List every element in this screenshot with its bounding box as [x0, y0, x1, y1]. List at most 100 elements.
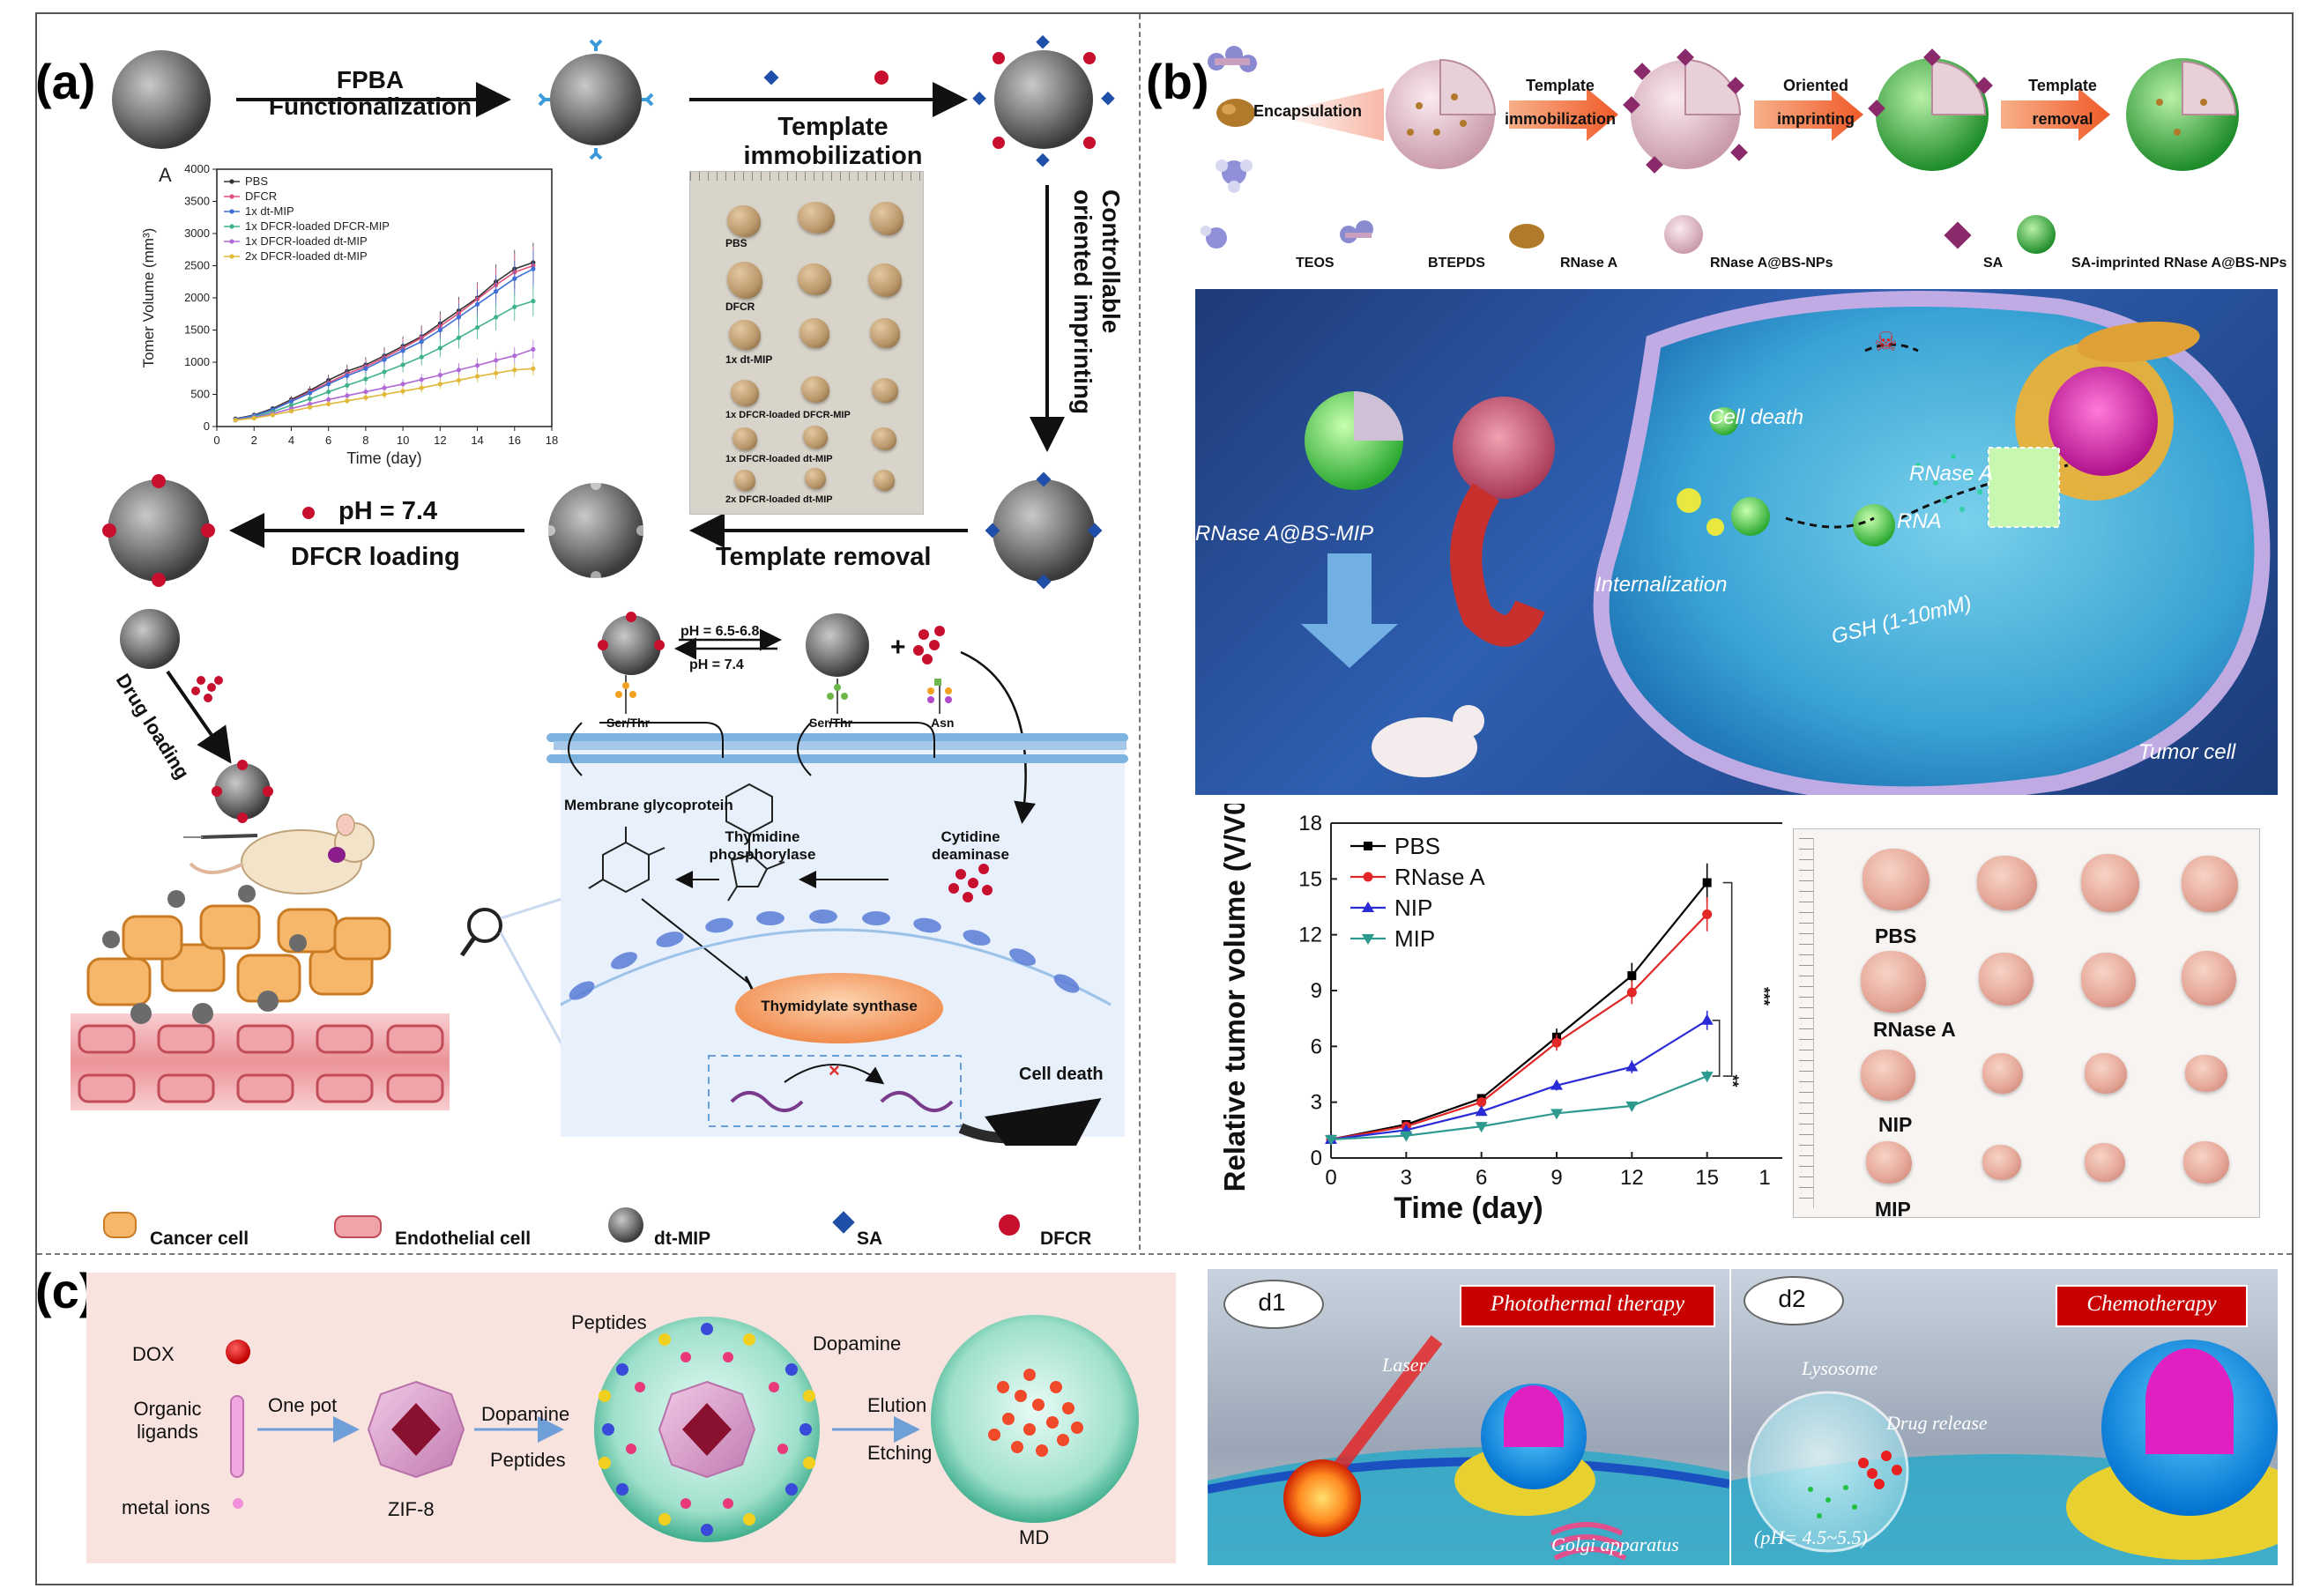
- svg-text:☠: ☠: [1874, 328, 1898, 357]
- golgi-label: Golgi apparatus: [1551, 1533, 1679, 1555]
- data-point: [512, 353, 517, 359]
- x-tick-label: 3: [1401, 1166, 1412, 1190]
- eq-bottom-label: pH = 7.4: [689, 657, 744, 672]
- legend-marker: [229, 194, 234, 199]
- panel-a-synthesis-scheme: [102, 34, 1115, 590]
- panel-c-scheme: [226, 1315, 1139, 1542]
- d1-banner: [1460, 1285, 1715, 1327]
- y-tick-label: 1500: [184, 323, 210, 337]
- md-label: MD: [1019, 1526, 1050, 1548]
- x-tick-label: 4: [288, 434, 294, 447]
- panel-a-tumor-photo: PBS DFCR 1x dt-MIP 1x DFCR-loaded DFCR-M…: [689, 171, 924, 515]
- svg-text:×: ×: [829, 1059, 840, 1081]
- x-tick-label: 16: [509, 434, 521, 447]
- legend-label: DFCR: [245, 189, 277, 203]
- data-point: [363, 395, 368, 400]
- data-point: [400, 389, 405, 394]
- data-point: [419, 339, 424, 345]
- data-point: [494, 289, 499, 294]
- thymidylate-synthase-label: Thymidylate synthase: [761, 998, 918, 1014]
- legend-label: MIP: [1394, 925, 1435, 952]
- y-tick-label: 3000: [184, 226, 210, 240]
- data-point: [494, 358, 499, 363]
- cell-death-label-a: Cell death: [1019, 1065, 1104, 1084]
- bare-sphere: [112, 50, 211, 149]
- scene-tumor-cell-label: Tumor cell: [2138, 740, 2236, 764]
- data-point: [288, 398, 294, 405]
- y-tick-label: 0: [1311, 1147, 1322, 1170]
- d2-banner-text: Chemotherapy: [2086, 1292, 2217, 1316]
- divider-vertical: [1139, 14, 1141, 1250]
- panel-a-in-vivo-scheme: [71, 609, 564, 1110]
- data-point: [1702, 878, 1712, 887]
- data-point: [1400, 1131, 1413, 1142]
- chart-panel-label: A: [159, 164, 172, 186]
- x-tick-label: 14: [471, 434, 483, 447]
- svg-text:+: +: [890, 633, 906, 662]
- ser-thr-label: Ser/Thr: [809, 716, 853, 730]
- legend-marker: [229, 224, 234, 229]
- legend-marker: [1362, 934, 1374, 945]
- metal-ions-label: metal ions: [122, 1496, 211, 1518]
- x-tick-label: 12: [434, 434, 446, 447]
- data-point: [307, 397, 313, 402]
- y-axis-label: Relative tumor volume (V/V0): [1218, 804, 1251, 1191]
- data-point: [307, 405, 313, 410]
- x-axis-label: Time (day): [1394, 1191, 1543, 1225]
- legend-label: NIP: [1394, 895, 1432, 921]
- data-point: [1550, 1079, 1563, 1090]
- lysosome-label: Lysosome: [1802, 1357, 1878, 1379]
- legend-label: PBS: [1394, 833, 1440, 859]
- data-point: [474, 301, 480, 307]
- data-point: [363, 366, 368, 371]
- series-line: [1330, 1075, 1708, 1140]
- legend-sa-b: SA: [1983, 256, 2004, 271]
- dopamine-top-label: Dopamine: [813, 1332, 902, 1355]
- data-point: [382, 357, 387, 362]
- membrane-glycoprotein-label: Membrane glycoprotein: [564, 797, 733, 813]
- y-tick-label: 1000: [184, 355, 210, 368]
- x-tick-label: 1: [1758, 1166, 1770, 1190]
- zif8-label: ZIF-8: [388, 1498, 435, 1520]
- data-point: [326, 397, 331, 402]
- peptides-top-label: Peptides: [571, 1311, 647, 1333]
- data-point: [437, 382, 442, 387]
- template-removal-label: Template removal: [716, 543, 932, 571]
- data-point: [1627, 971, 1637, 981]
- x-tick-label: 6: [325, 434, 331, 447]
- data-point: [437, 327, 442, 333]
- data-point: [1325, 1134, 1337, 1146]
- data-point: [419, 354, 424, 360]
- x-tick-label: 6: [1476, 1166, 1487, 1190]
- data-point: [382, 369, 387, 375]
- data-point: [1550, 1109, 1563, 1120]
- significance-bracket: [1712, 1019, 1721, 1077]
- data-point: [512, 276, 517, 281]
- y-tick-label: 6: [1311, 1035, 1322, 1058]
- dfcr-loading-label: DFCR loading: [291, 543, 460, 571]
- data-point: [494, 370, 499, 376]
- y-tick-label: 9: [1311, 979, 1322, 1003]
- data-point: [400, 348, 405, 353]
- y-axis-label: Tomer Volume (mm³): [140, 228, 157, 368]
- data-point: [1475, 1122, 1488, 1133]
- sig-double-star: **: [1723, 1074, 1742, 1088]
- sig-triple-star: ***: [1755, 986, 1773, 1006]
- y-tick-label: 18: [1298, 812, 1322, 835]
- significance-bracket: [1722, 881, 1733, 1077]
- x-tick-label: 18: [546, 434, 558, 447]
- data-point: [1475, 1105, 1488, 1117]
- data-point: [456, 367, 462, 373]
- panel-label-a: (a): [35, 54, 96, 109]
- data-point: [307, 390, 313, 396]
- tumor-cell-scene: ☠ RNase A@BS-MIP Cell death RNase A RNA …: [1195, 289, 2278, 795]
- legend-sa: SA: [857, 1229, 883, 1249]
- elution-label: Elution: [867, 1394, 927, 1416]
- legend-marker: [229, 209, 234, 214]
- data-point: [1626, 987, 1637, 998]
- data-point: [307, 401, 313, 407]
- dfcr-loaded-sphere: [108, 479, 210, 582]
- d2-label: d2: [1778, 1285, 1806, 1312]
